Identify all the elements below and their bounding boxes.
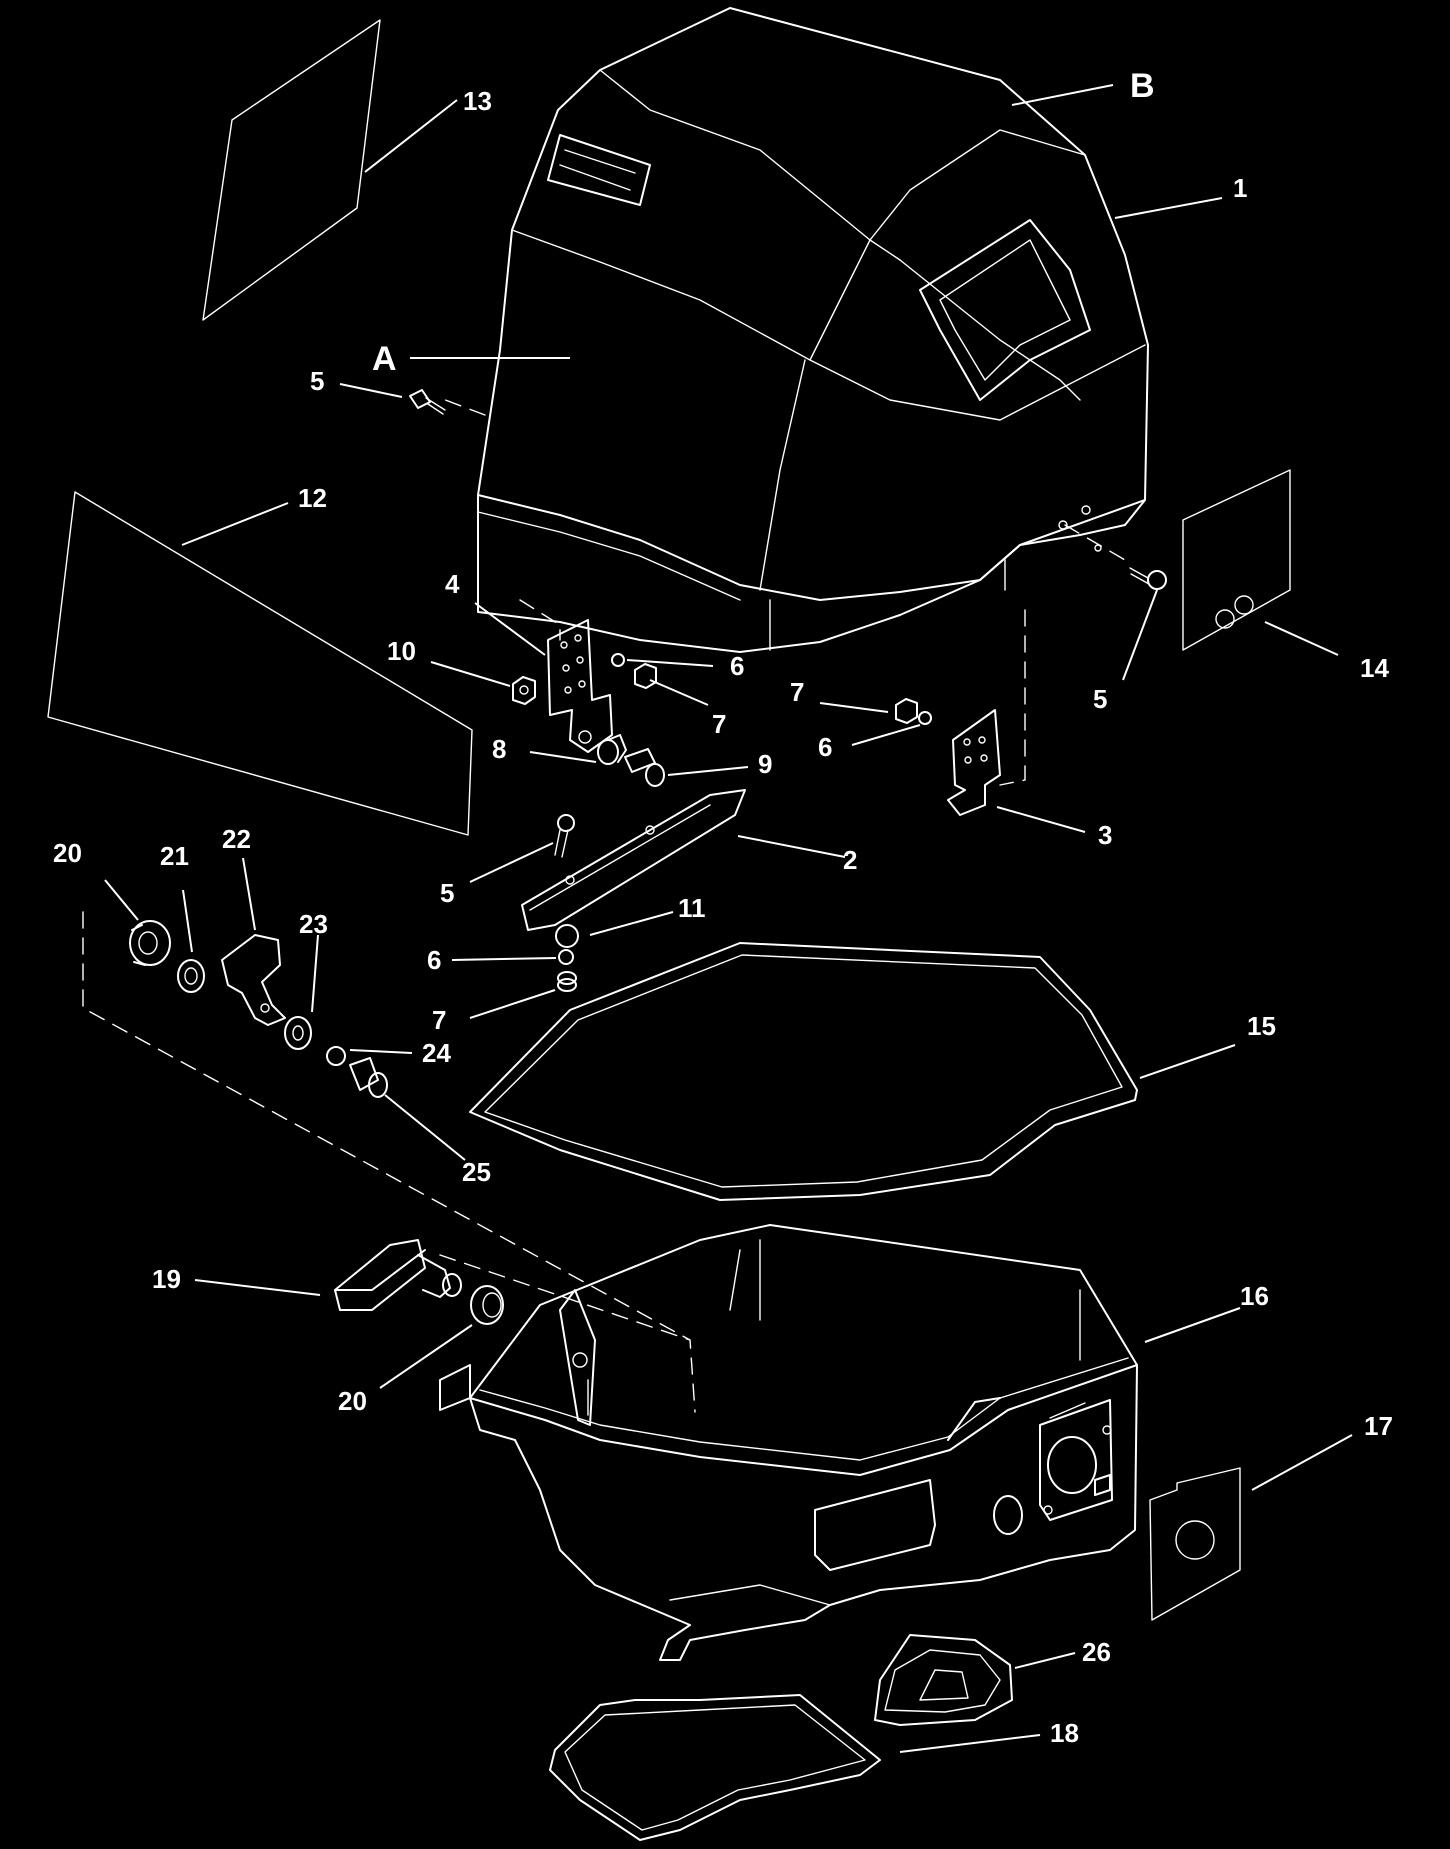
callout-4: 4 xyxy=(445,569,460,599)
alignment-line xyxy=(439,1254,691,1341)
bushing-20-lower xyxy=(470,1285,504,1325)
nut-7b xyxy=(895,698,918,724)
callout-5-right: 5 xyxy=(1093,684,1107,714)
bushing-20-upper xyxy=(129,920,171,966)
leader-lines xyxy=(104,84,1353,1753)
callout-6-a: 6 xyxy=(730,651,744,681)
callout-6-b: 6 xyxy=(818,732,832,762)
callout-6-c: 6 xyxy=(427,945,441,975)
upper-cover xyxy=(477,7,1149,653)
callout-3: 3 xyxy=(1098,820,1112,850)
latch-handle-19 xyxy=(334,1239,462,1311)
latch-hook-22 xyxy=(221,934,286,1026)
callout-B: B xyxy=(1130,67,1155,105)
plate-17 xyxy=(1149,1467,1241,1621)
callout-23: 23 xyxy=(299,909,328,939)
alignment-line xyxy=(82,911,696,1413)
screw-5-upper xyxy=(409,389,446,415)
callout-20-lower: 20 xyxy=(338,1386,367,1416)
lower-cover xyxy=(439,1224,1138,1661)
grommet-26 xyxy=(874,1634,1013,1726)
callout-13: 13 xyxy=(463,86,492,116)
screw-5-lower xyxy=(554,814,575,858)
bracket-4 xyxy=(547,619,613,753)
spacer-8 xyxy=(597,734,627,765)
callout-7-a: 7 xyxy=(712,709,726,739)
bolt-9 xyxy=(624,748,665,787)
callout-A: A xyxy=(372,340,397,378)
callout-2: 2 xyxy=(843,845,857,875)
strip-2 xyxy=(521,789,746,931)
callout-5-lower: 5 xyxy=(440,878,454,908)
screw-5-right xyxy=(1129,567,1167,590)
bolt-25 xyxy=(349,1057,388,1098)
callout-26: 26 xyxy=(1082,1637,1111,1667)
nut-10 xyxy=(512,676,536,705)
callout-5-upper: 5 xyxy=(310,366,324,396)
washer-11 xyxy=(555,924,579,948)
callout-14: 14 xyxy=(1360,653,1389,683)
callout-7-b: 7 xyxy=(790,677,804,707)
callout-25: 25 xyxy=(462,1157,491,1187)
alignment-line xyxy=(439,397,486,416)
washer-6b xyxy=(918,711,932,725)
decal-12 xyxy=(47,491,473,836)
nut-7a xyxy=(634,663,657,689)
seal-18 xyxy=(549,1694,881,1841)
decal-13 xyxy=(202,19,381,321)
callout-21: 21 xyxy=(160,841,189,871)
seal-15 xyxy=(469,942,1138,1201)
callout-1: 1 xyxy=(1233,173,1247,203)
callout-16: 16 xyxy=(1240,1281,1269,1311)
alignment-line xyxy=(999,609,1026,786)
callout-12: 12 xyxy=(298,483,327,513)
washer-23 xyxy=(284,1016,312,1050)
washer-6c xyxy=(558,949,574,965)
callout-17: 17 xyxy=(1364,1411,1393,1441)
callout-15: 15 xyxy=(1247,1011,1276,1041)
callout-labels: B 1 A 13 5 12 4 10 6 7 8 9 7 6 5 14 3 2 … xyxy=(53,67,1393,1748)
washer-21 xyxy=(177,959,205,993)
decal-14 xyxy=(1182,469,1291,651)
callout-24: 24 xyxy=(422,1038,451,1068)
callout-11: 11 xyxy=(678,893,706,923)
alignment-line xyxy=(1064,524,1126,561)
callout-7-c: 7 xyxy=(432,1005,446,1035)
washer-6a xyxy=(611,653,625,667)
callout-20-upper: 20 xyxy=(53,838,82,868)
callout-8: 8 xyxy=(492,734,506,764)
washer-24 xyxy=(326,1046,346,1066)
callout-22: 22 xyxy=(222,824,251,854)
bracket-3 xyxy=(947,709,1001,816)
callout-10: 10 xyxy=(387,636,416,666)
nut-7c xyxy=(557,971,577,992)
callout-18: 18 xyxy=(1050,1718,1079,1748)
callout-19: 19 xyxy=(152,1264,181,1294)
callout-9: 9 xyxy=(758,749,772,779)
